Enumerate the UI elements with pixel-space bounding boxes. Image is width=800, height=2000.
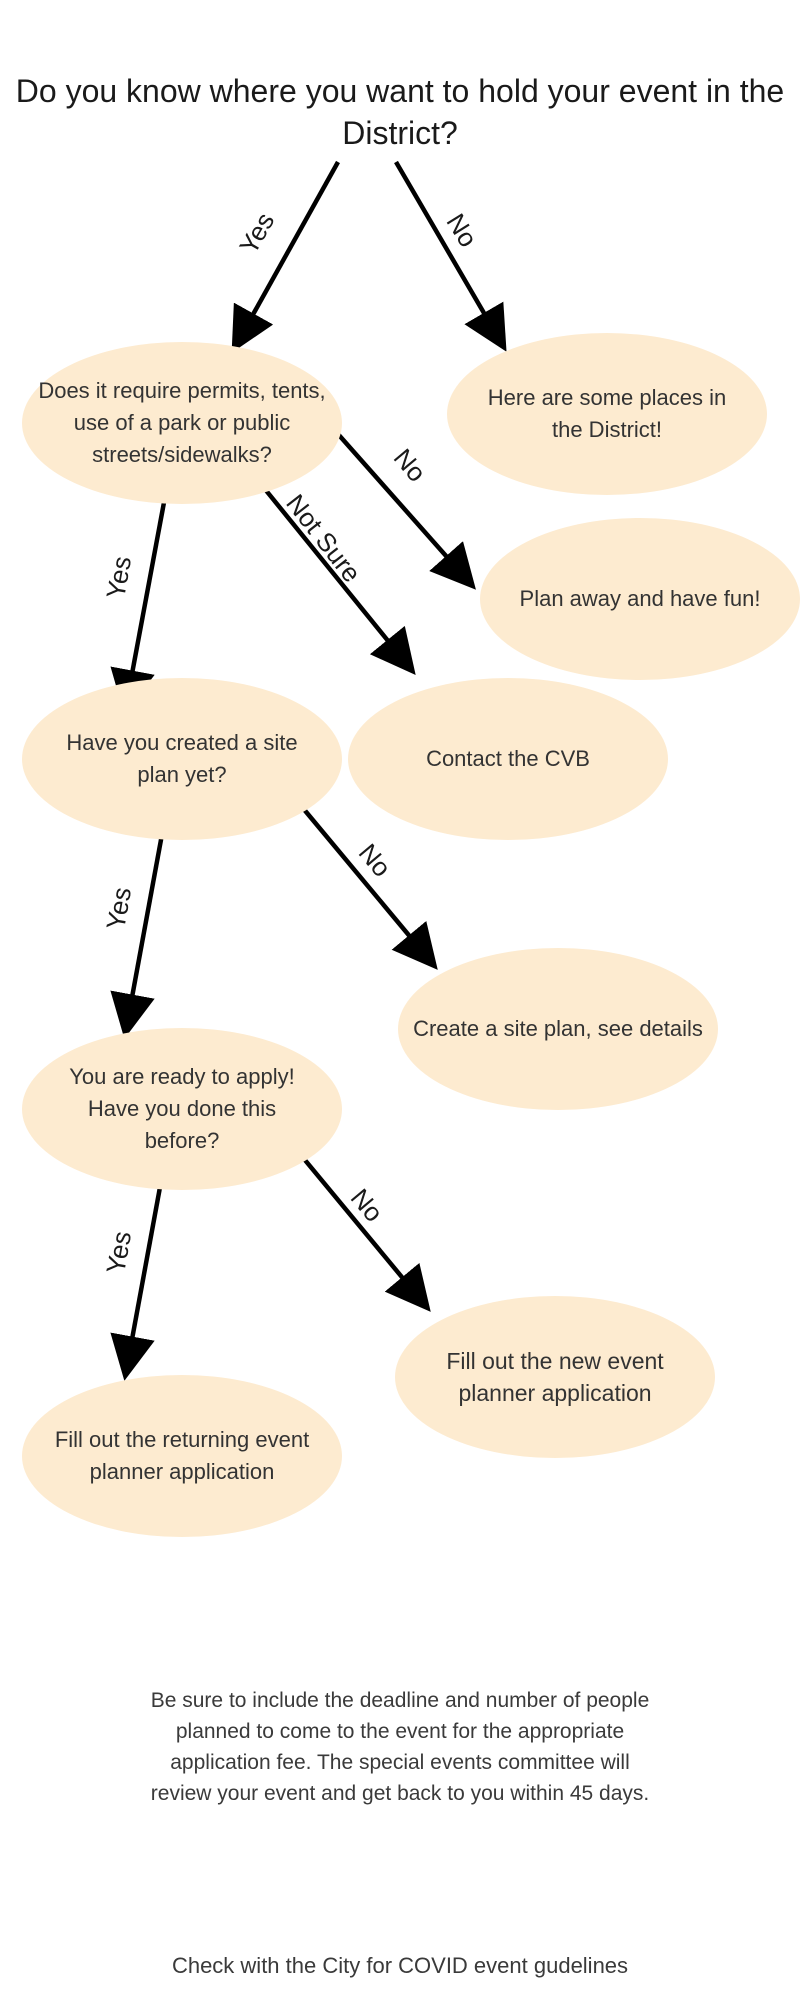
node-returning-event-application: Fill out the returning event planner app…: [22, 1375, 342, 1537]
arrow-apply-no: [288, 1140, 431, 1312]
node-site-plan-question: Have you created a site plan yet?: [22, 678, 342, 840]
node-plan-away: Plan away and have fun!: [480, 518, 800, 680]
arrow-apply-yes: [110, 1159, 168, 1381]
node-places-in-district: Here are some places in the District!: [447, 333, 767, 495]
node-create-site-plan: Create a site plan, see details: [398, 948, 718, 1110]
node-new-event-application: Fill out the new event planner applicati…: [395, 1296, 715, 1458]
arrow-permits-no: [328, 423, 476, 590]
arrow-title-yes: [231, 160, 340, 353]
arrow-site-plan-no: [295, 799, 438, 970]
arrow-title-no: [394, 160, 507, 352]
arrow-permits-not-sure: [258, 481, 416, 675]
node-ready-to-apply: You are ready to apply! Have you done th…: [22, 1028, 342, 1190]
node-permits-question: Does it require permits, tents, use of a…: [22, 342, 342, 504]
page-title: Do you know where you want to hold your …: [15, 73, 785, 151]
covid-guidelines-note: Check with the City for COVID event gude…: [171, 1953, 629, 1978]
arrow-site-plan-yes: [110, 817, 168, 1039]
node-contact-cvb: Contact the CVB: [348, 678, 668, 840]
arrow-permits-yes: [110, 496, 168, 715]
application-fee-note: Be sure to include the deadline and numb…: [150, 1689, 650, 1805]
